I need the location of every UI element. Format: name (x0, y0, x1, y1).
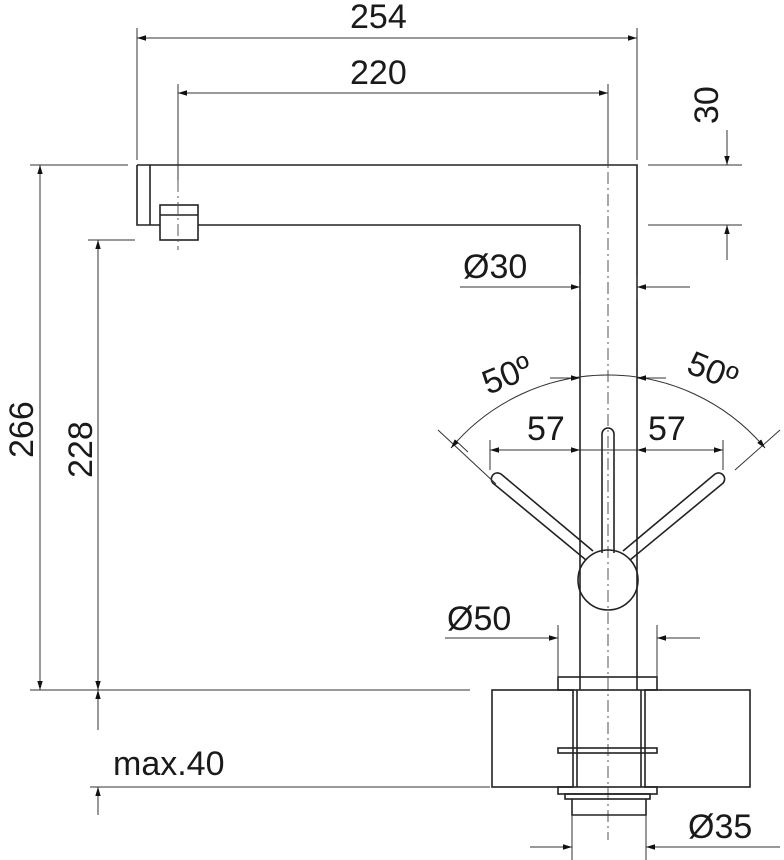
dim-max40: max.40 (113, 745, 225, 783)
countertop-section (491, 676, 751, 816)
dim-diameter-30: Ø30 (463, 248, 527, 286)
aerator (159, 204, 199, 241)
dim-57-left: 57 (527, 410, 565, 448)
dim-266: 266 (3, 401, 41, 458)
dim-57-right: 57 (648, 410, 686, 448)
dim-30: 30 (688, 86, 726, 124)
handle-knob (577, 549, 639, 611)
dim-diameter-50: Ø50 (447, 600, 511, 638)
dim-254: 254 (350, 0, 407, 36)
angle-50-left: 50º (477, 348, 538, 402)
angle-50-right: 50º (682, 344, 743, 398)
dim-diameter-35: Ø35 (688, 808, 752, 846)
faucet-outline (136, 150, 638, 840)
dim-228: 228 (62, 421, 100, 478)
lever-handle (490, 427, 726, 611)
dim-220: 220 (350, 54, 407, 92)
dimension-lines (37, 35, 780, 850)
